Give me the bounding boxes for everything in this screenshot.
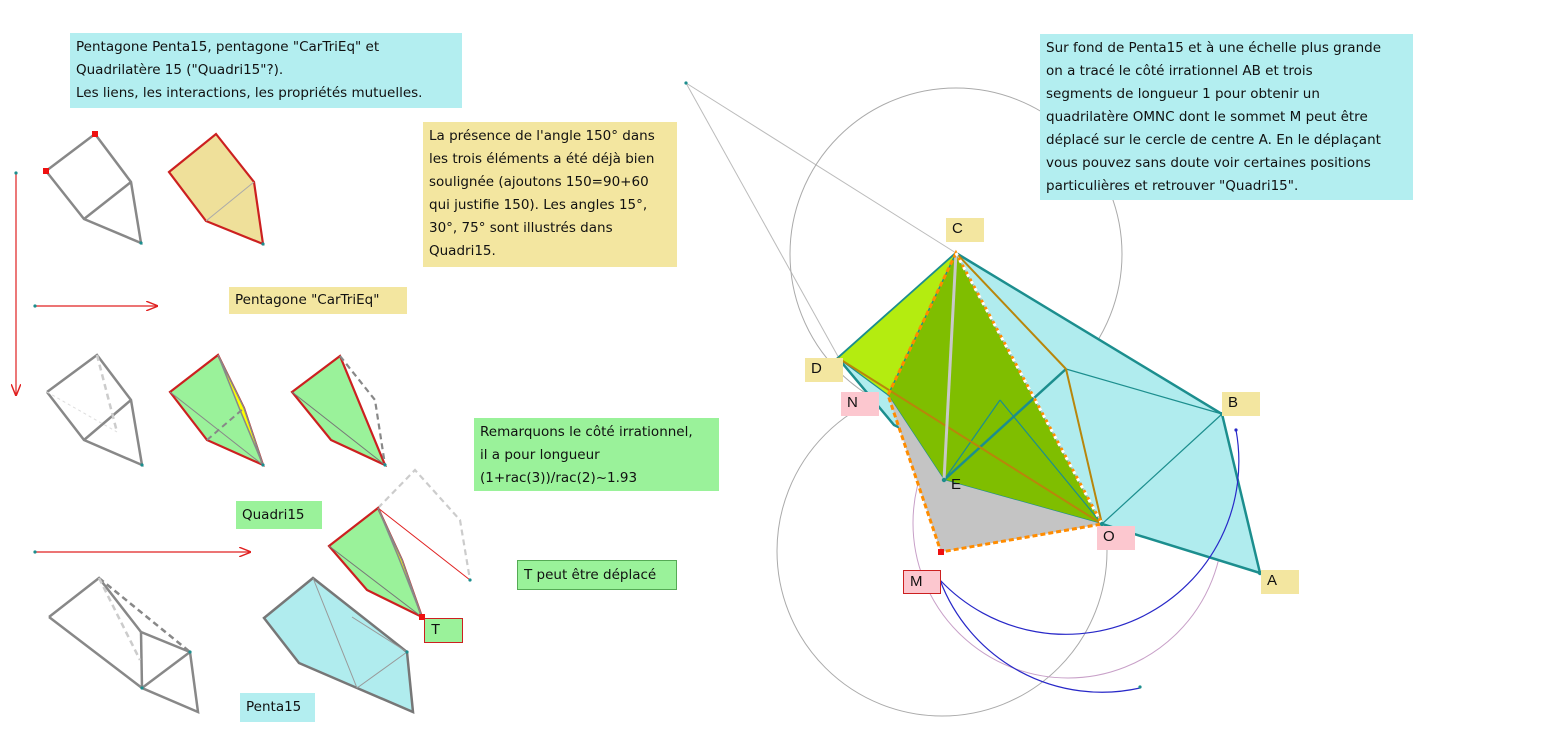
vertex-point [139,241,143,245]
label-vertex-C: C [946,218,984,242]
fig-penta-outline-3 [48,576,200,715]
arrow-start-point [33,550,37,554]
drag-handle-2[interactable] [43,168,49,174]
fig-quadri-green-2 [290,354,388,468]
irrational-note: Remarquons le côté irrationnel, il a pou… [474,418,719,491]
label-cartrieq: Pentagone "CarTriEq" [229,287,407,314]
nav-arrows [14,171,250,553]
fig-penta-outline-2 [46,353,144,468]
label-vertex-O: O [1097,526,1135,550]
label-vertex-B: B [1222,392,1260,416]
fig-quadri15-movable [327,468,472,620]
drag-handle-1[interactable] [92,131,98,137]
fig-cartrieq [167,132,265,246]
label-vertex-E: E [951,476,962,493]
angle-note: La présence de l'angle 150° dans les tro… [423,122,677,267]
label-vertex-M: M [903,570,941,594]
point-M-handle[interactable] [938,549,944,555]
point-T-handle[interactable] [419,614,425,620]
right-note: Sur fond de Penta15 et à une échelle plu… [1040,34,1413,200]
intro-note: Pentagone Penta15, pentagone "CarTriEq" … [70,33,462,108]
label-penta15: Penta15 [240,693,315,722]
label-vertex-D: D [805,358,843,382]
arc-M-path [939,429,1240,635]
label-quadri15: Quadri15 [236,501,322,529]
arrow-start-point [33,304,37,308]
arrow-start-point [14,171,18,175]
fig-penta-outline-1 [45,132,143,246]
t-movable-note: T peut être déplacé [517,560,677,590]
label-point-T: T [424,618,463,643]
construction-right [684,81,1263,717]
label-vertex-N: N [841,392,879,416]
label-vertex-A: A [1261,570,1299,594]
fig-quadri-green-1 [168,353,265,468]
fig-penta15-cyan [262,576,415,714]
